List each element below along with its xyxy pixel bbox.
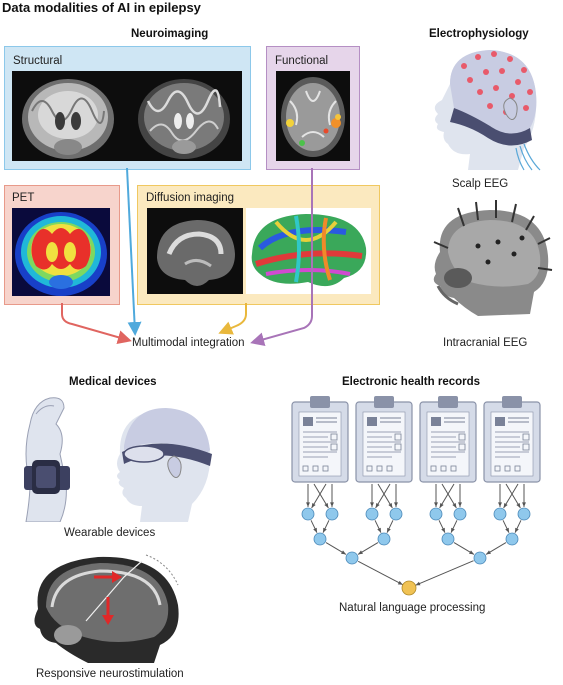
- pet-label: PET: [12, 192, 35, 204]
- diffusion-panel: Diffusion imaging: [137, 185, 380, 305]
- medical-devices-heading: Medical devices: [69, 376, 157, 388]
- functional-fmri-image: [276, 71, 350, 161]
- ehr-heading: Electronic health records: [342, 376, 481, 388]
- pet-arrow: [61, 303, 132, 344]
- nlp-node: [517, 507, 531, 521]
- nlp-node: [429, 507, 443, 521]
- tractography-image: [246, 208, 371, 294]
- electrophysiology-heading: Electrophysiology: [429, 28, 529, 40]
- nlp-node: [377, 532, 391, 546]
- rns-label: Responsive neurostimulation: [36, 668, 184, 680]
- ehr-clipboard-3: [419, 396, 477, 483]
- diffusion-arrow: [218, 303, 247, 335]
- ehr-clipboard-2: [355, 396, 413, 483]
- nlp-node: [313, 532, 327, 546]
- nlp-node: [453, 507, 467, 521]
- nlp-node: [505, 532, 519, 546]
- pet-scan-image: [12, 208, 110, 296]
- multimodal-connectors: [61, 167, 313, 347]
- neuroimaging-heading: Neuroimaging: [131, 28, 209, 40]
- diffusion-label: Diffusion imaging: [146, 192, 235, 204]
- functional-panel: Functional: [266, 46, 360, 170]
- figure-title: Data modalities of AI in epilepsy: [2, 0, 201, 15]
- wearable-devices-illustration: [20, 394, 220, 522]
- wearable-devices-label: Wearable devices: [64, 527, 156, 539]
- nlp-output-node: [401, 580, 417, 596]
- structural-arrow: [126, 167, 142, 336]
- functional-label: Functional: [275, 55, 329, 67]
- nlp-node: [325, 507, 339, 521]
- structural-label: Structural: [13, 55, 63, 67]
- structural-mri-images: [12, 71, 242, 161]
- nlp-node: [301, 507, 315, 521]
- rns-xray-image: [28, 549, 184, 664]
- nlp-node: [389, 507, 403, 521]
- scalp-eeg-illustration: [420, 44, 545, 172]
- pet-panel: PET: [4, 185, 120, 305]
- intracranial-eeg-image: [418, 198, 556, 320]
- multimodal-label: Multimodal integration: [132, 337, 245, 349]
- ehr-clipboard-1: [291, 396, 349, 483]
- nlp-node: [473, 551, 487, 565]
- nlp-node: [365, 507, 379, 521]
- nlp-node: [493, 507, 507, 521]
- ehr-clipboard-4: [483, 396, 541, 483]
- ehr-nlp-diagram: [291, 396, 541, 596]
- nlp-node: [441, 532, 455, 546]
- intracranial-eeg-label: Intracranial EEG: [443, 337, 528, 349]
- nlp-label: Natural language processing: [339, 602, 486, 614]
- scalp-eeg-label: Scalp EEG: [452, 178, 509, 190]
- functional-arrow: [250, 168, 313, 347]
- nlp-node: [345, 551, 359, 565]
- diffusion-mri-image: [147, 208, 243, 294]
- structural-panel: Structural: [4, 46, 251, 170]
